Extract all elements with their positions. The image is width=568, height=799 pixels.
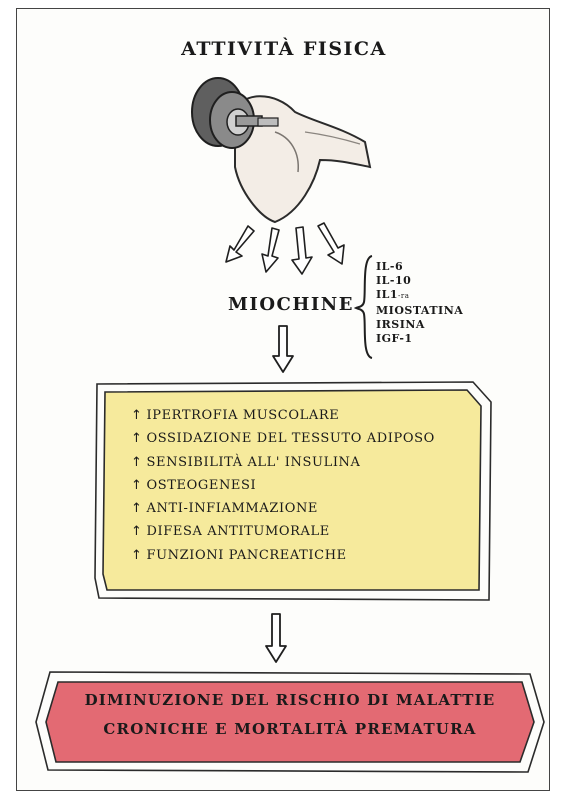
effect-item: ↑IPERTROFIA MUSCOLARE (131, 404, 435, 427)
myokine-item: IRSINA (376, 318, 463, 332)
myokine-item: IL1-ra (376, 288, 463, 303)
down-arrow-icon (271, 324, 295, 374)
arrows-fan (220, 222, 360, 280)
effect-item: ↑ANTI-INFIAMMAZIONE (131, 497, 435, 520)
outcome-text: DIMINUZIONE DEL RISCHIO DI MALATTIE CRON… (60, 686, 520, 744)
effect-item: ↑SENSIBILITÀ ALL' INSULINA (131, 451, 435, 474)
miochine-label: MIOCHINE (228, 294, 354, 315)
myokine-item: IL-10 (376, 274, 463, 288)
effect-item: ↑DIFESA ANTITUMORALE (131, 520, 435, 543)
outcome-line-1: DIMINUZIONE DEL RISCHIO DI MALATTIE (60, 686, 520, 715)
arm-dumbbell-illustration (180, 72, 380, 232)
myokine-list: IL-6 IL-10 IL1-ra MIOSTATINA IRSINA IGF-… (376, 260, 463, 346)
effect-item: ↑FUNZIONI PANCREATICHE (131, 544, 435, 567)
up-arrow-icon: ↑ (131, 431, 143, 446)
effects-list: ↑IPERTROFIA MUSCOLARE ↑OSSIDAZIONE DEL T… (131, 404, 435, 567)
outcome-line-2: CRONICHE E MORTALITÀ PREMATURA (60, 715, 520, 744)
brace-icon (354, 252, 376, 362)
effect-item: ↑OSSIDAZIONE DEL TESSUTO ADIPOSO (131, 427, 435, 450)
up-arrow-icon: ↑ (131, 478, 143, 493)
effect-item: ↑OSTEOGENESI (131, 474, 435, 497)
up-arrow-icon: ↑ (131, 524, 143, 539)
up-arrow-icon: ↑ (131, 455, 143, 470)
down-arrow-icon (264, 612, 288, 664)
up-arrow-icon: ↑ (131, 548, 143, 563)
myokine-item: MIOSTATINA (376, 304, 463, 318)
up-arrow-icon: ↑ (131, 408, 143, 423)
up-arrow-icon: ↑ (131, 501, 143, 516)
myokine-item: IL-6 (376, 260, 463, 274)
myokine-item: IGF-1 (376, 332, 463, 346)
diagram-title: ATTIVITÀ FISICA (0, 38, 568, 60)
